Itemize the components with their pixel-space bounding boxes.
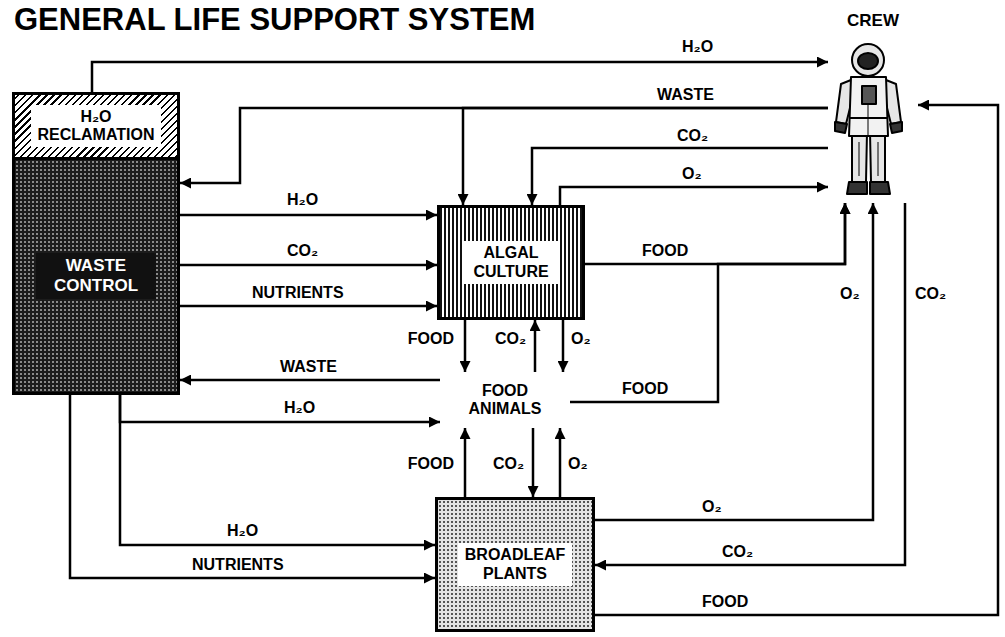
- flow-arrow: [562, 320, 565, 372]
- flow-label: FOOD: [406, 330, 456, 348]
- flow-arrow: [180, 264, 437, 267]
- astronaut-boot: [847, 182, 867, 194]
- flow-label: H₂O: [680, 38, 715, 56]
- flow-label: CO₂: [491, 455, 526, 473]
- flow-arrow: [180, 214, 437, 217]
- flow-arrow: [560, 187, 828, 205]
- diagram-title: GENERAL LIFE SUPPORT SYSTEM: [14, 2, 535, 38]
- flow-label: FOOD: [700, 593, 750, 611]
- flow-label: H₂O: [225, 522, 260, 540]
- suit-panel: [862, 86, 876, 104]
- flow-arrow: [463, 108, 828, 205]
- flow-label: H₂O: [282, 399, 317, 417]
- flow-label: FOOD: [406, 455, 456, 473]
- process-box: ALGAL CULTURE: [437, 205, 585, 320]
- flow-label: O₂: [700, 498, 724, 516]
- helmet-visor: [858, 53, 878, 69]
- node-label: BROADLEAF PLANTS: [458, 543, 572, 586]
- flow-arrow: [120, 395, 435, 545]
- flow-arrow: [180, 108, 828, 183]
- flow-arrow: [464, 320, 467, 372]
- flow-arrow: [595, 105, 998, 615]
- flow-arrow: [595, 203, 873, 520]
- flow-label: FOOD: [640, 242, 690, 260]
- flow-label: O₂: [680, 165, 704, 183]
- flow-label: NUTRIENTS: [250, 284, 346, 302]
- flow-arrow: [180, 305, 437, 308]
- crew-node: CREW: [828, 8, 918, 203]
- flow-label: WASTE: [655, 86, 716, 104]
- flow-label: O₂: [838, 285, 862, 303]
- flow-label: O₂: [566, 455, 590, 473]
- node-label: ALGAL CULTURE: [463, 241, 559, 284]
- text-node: FOOD ANIMALS: [440, 372, 570, 428]
- flow-label: NUTRIENTS: [190, 556, 286, 574]
- flow-label: CO₂: [720, 543, 755, 561]
- node-label: CREW: [842, 8, 904, 34]
- flow-arrow: [595, 203, 905, 565]
- flow-label: O₂: [569, 330, 593, 348]
- flow-label: CO₂: [493, 330, 528, 348]
- flow-arrow: [70, 395, 435, 578]
- astronaut-figure: [835, 44, 902, 194]
- flow-label: CO₂: [675, 127, 710, 145]
- astronaut-boot: [870, 182, 890, 194]
- process-box: BROADLEAF PLANTS: [435, 497, 595, 632]
- reclamation-band: H₂O RECLAMATION: [12, 92, 180, 160]
- flow-label: WASTE: [278, 358, 339, 376]
- flow-label: FOOD: [620, 380, 670, 398]
- flow-arrow: [559, 428, 562, 497]
- flow-arrow: [180, 379, 440, 382]
- node-label: FOOD ANIMALS: [450, 379, 560, 422]
- astronaut-glove: [890, 122, 902, 133]
- flow-arrow: [464, 428, 467, 497]
- process-box: WASTE CONTROL: [12, 160, 180, 395]
- flow-arrow: [534, 320, 537, 372]
- node-label: WASTE CONTROL: [36, 253, 156, 298]
- astronaut-helmet: [852, 44, 884, 76]
- flow-label: CO₂: [913, 285, 948, 303]
- astronaut-glove: [835, 122, 847, 133]
- flow-arrow: [570, 203, 845, 402]
- flow-arrow: [585, 203, 845, 264]
- node-label: H₂O RECLAMATION: [31, 105, 161, 148]
- flow-arrow: [532, 428, 535, 497]
- flow-arrow: [532, 148, 828, 205]
- flow-label: H₂O: [285, 191, 320, 209]
- flow-arrow: [120, 395, 440, 422]
- suit-seam: [859, 104, 878, 176]
- flow-arrow: [92, 62, 828, 92]
- flow-label: CO₂: [285, 242, 320, 260]
